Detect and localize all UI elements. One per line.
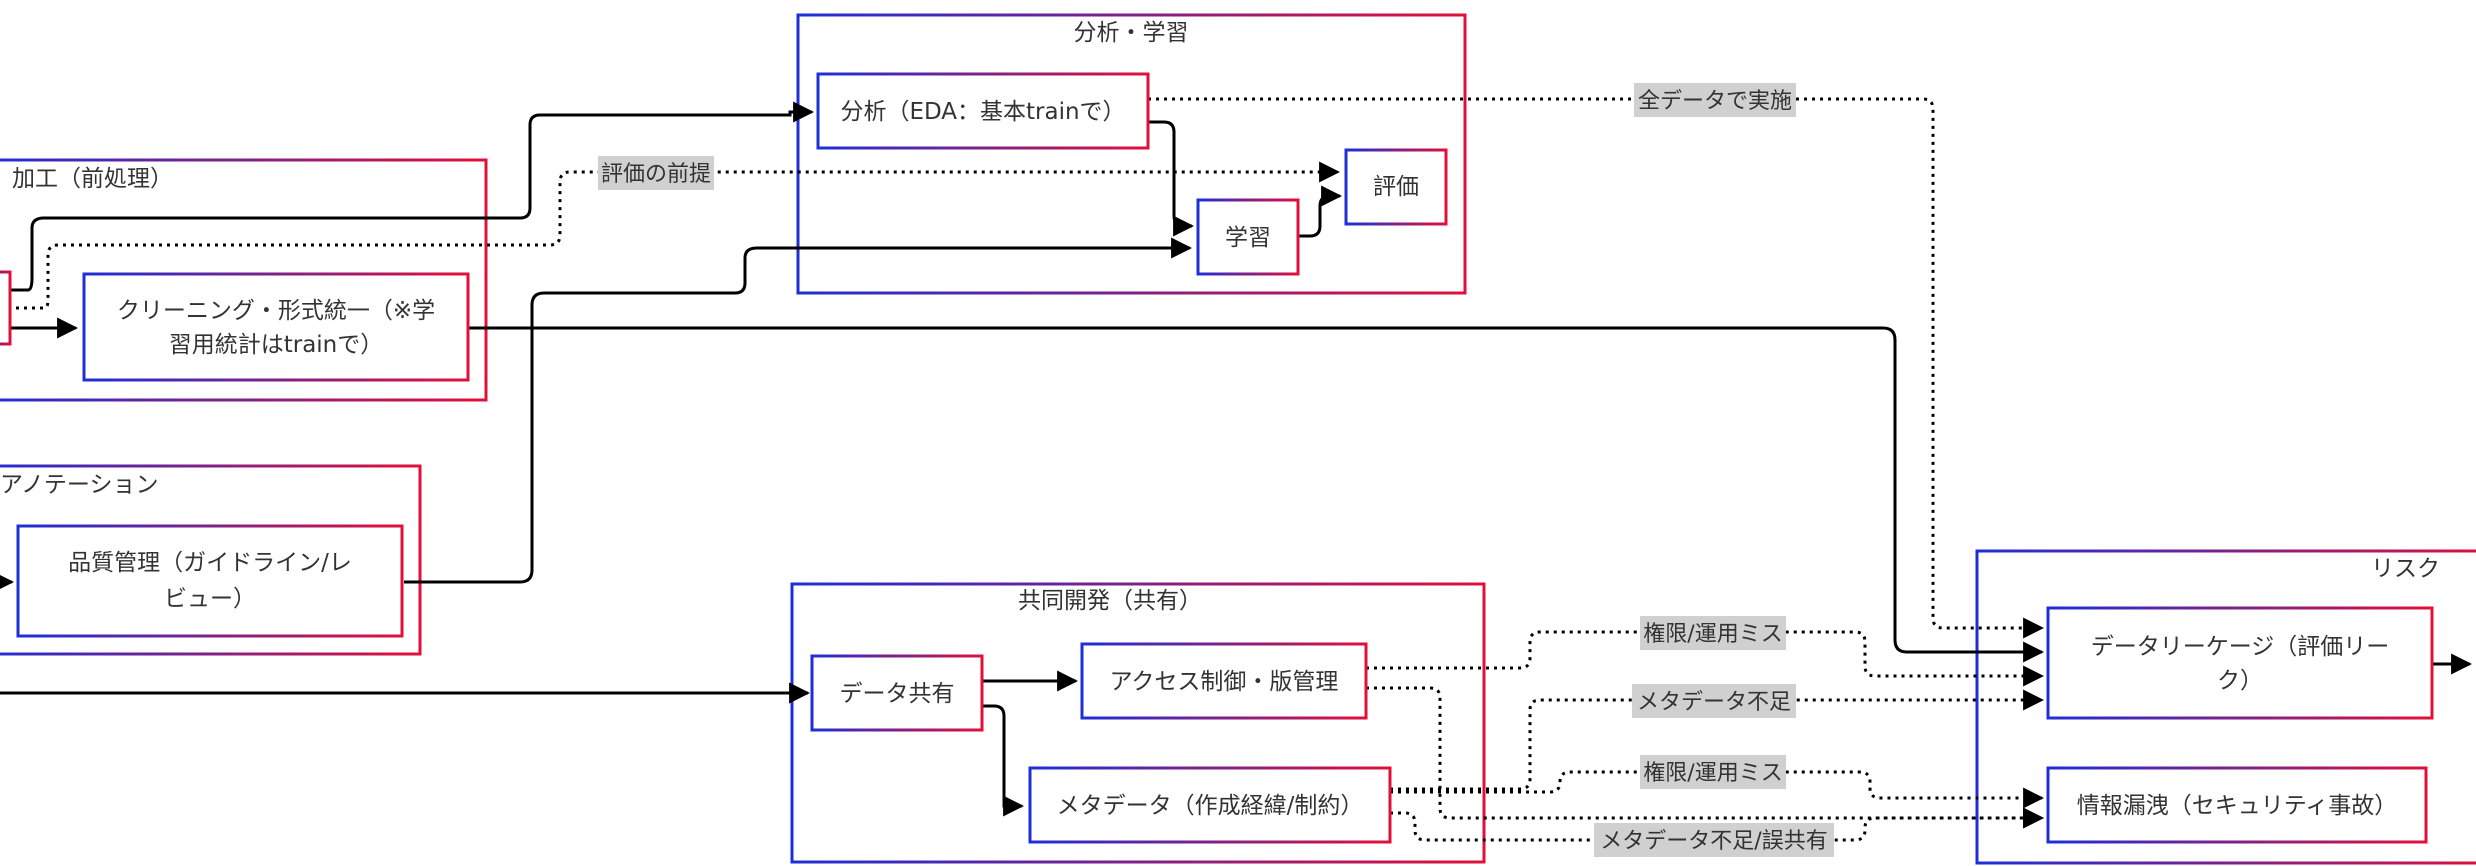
node-security-text: 情報漏洩（セキュリティ事故） [2077, 793, 2398, 819]
edge-sharing-to-metadata [982, 704, 1025, 817]
edge-label-meta-lack-1: メタデータ不足 [1632, 684, 1796, 718]
edge-label-all-data: 全データで実施 [1634, 83, 1796, 117]
node-cleaning: クリーニング・形式統一（※学 習用統計はtrainで） [82, 272, 470, 382]
edge-label-perm-error-1: 権限/運用ミス [1640, 616, 1786, 650]
edge-metadata-to-security-share [1390, 807, 2045, 842]
node-learning-text: 学習 [1225, 225, 1271, 251]
node-evaluation: 評価 [1344, 148, 1448, 226]
edge-eda-to-leakage [1148, 97, 2045, 639]
node-leakage-line1: データリーケージ（評価リー [2091, 634, 2390, 660]
edge-eda-to-learning [1148, 120, 1195, 237]
node-eda-text: 分析（EDA：基本trainで） [840, 99, 1125, 125]
edge-quality-to-learning [404, 237, 1193, 584]
edge-eval-premise [8, 161, 1341, 310]
group-annotation-title: アノテーション [0, 472, 158, 498]
node-metadata-text: メタデータ（作成経緯/制約） [1057, 793, 1364, 819]
node-evaluation-text: 評価 [1373, 174, 1419, 200]
edges [0, 97, 2473, 842]
edge-access-to-security [1366, 686, 2045, 829]
edge-label-all-data-text: 全データで実施 [1638, 89, 1792, 114]
node-sharing: データ共有 [810, 654, 984, 732]
edge-label-perm-error-1-text: 権限/運用ミス [1643, 622, 1782, 647]
node-leakage: データリーケージ（評価リー ク） [2046, 606, 2434, 720]
edge-access-to-leakage-perm [1366, 630, 2045, 687]
edge-label-perm-error-2: 権限/運用ミス [1640, 755, 1786, 789]
node-source-partial [0, 270, 12, 346]
edge-label-perm-error-2-text: 権限/運用ミス [1643, 761, 1782, 786]
node-security: 情報漏洩（セキュリティ事故） [2046, 766, 2428, 844]
edge-label-meta-lack-share-text: メタデータ不足/誤共有 [1600, 829, 1827, 854]
node-leakage-line2: ク） [2217, 668, 2263, 694]
edge-metadata-to-security-perm [1390, 770, 2045, 809]
edge-label-meta-lack-1-text: メタデータ不足 [1637, 690, 1791, 715]
edge-label-eval-premise: 評価の前提 [598, 156, 714, 190]
edge-learning-to-evaluation [1298, 185, 1343, 238]
group-risk-title: リスク [2371, 556, 2440, 582]
node-quality-line2: ビュー） [164, 586, 256, 612]
node-access-text: アクセス制御・版管理 [1110, 669, 1339, 695]
edge-label-meta-lack-share: メタデータ不足/誤共有 [1594, 823, 1834, 857]
group-risk: リスク [1975, 549, 2476, 865]
group-annotation: アノテーション [0, 464, 422, 656]
group-collab: 共同開発（共有） [790, 582, 1486, 864]
node-cleaning-line1: クリーニング・形式統一（※学 [117, 298, 435, 324]
node-eda: 分析（EDA：基本trainで） [816, 72, 1150, 150]
node-quality-line1: 品質管理（ガイドライン/レ [68, 550, 352, 576]
node-access: アクセス制御・版管理 [1080, 642, 1368, 720]
node-quality: 品質管理（ガイドライン/レ ビュー） [16, 524, 404, 638]
edge-label-eval-premise-text: 評価の前提 [601, 162, 711, 187]
group-analysis: 分析・学習 [796, 13, 1467, 295]
group-processing-title: 加工（前処理） [12, 166, 173, 192]
node-metadata: メタデータ（作成経緯/制約） [1028, 766, 1392, 844]
group-collab-title: 共同開発（共有） [1018, 588, 1202, 614]
node-sharing-text: データ共有 [840, 681, 955, 707]
node-learning: 学習 [1196, 198, 1300, 276]
group-processing: 加工（前処理） [0, 158, 488, 402]
edge-cleaning-to-leakage [468, 326, 2045, 663]
group-analysis-title: 分析・学習 [1074, 20, 1189, 46]
node-cleaning-line2: 習用統計はtrainで） [169, 332, 384, 358]
edge-processing-to-eda [8, 101, 815, 292]
